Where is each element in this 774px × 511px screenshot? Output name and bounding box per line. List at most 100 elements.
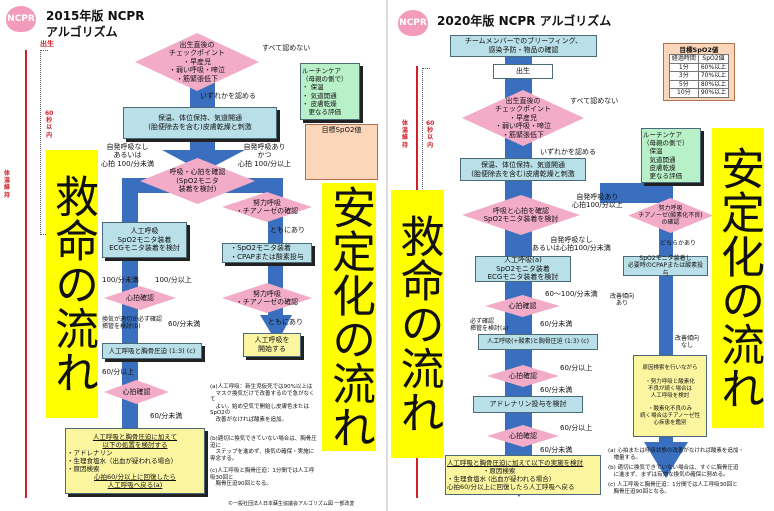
diamond-heart-check-2: 心拍確認 [104, 380, 169, 404]
final-action-box: 人工呼吸と胸骨圧迫に加えて 以下の処置を検討する ・アドレナリン ・生理食塩水（… [65, 428, 205, 494]
under60-a-label: 60/分未満 [168, 320, 201, 328]
over60-label: 60/分以上 [102, 368, 135, 376]
over60-a-label-2020: 60/分以上 [560, 364, 593, 372]
final-head-2020: 人工呼吸と胸骨圧迫に加えて以下の実施を検討 [447, 458, 584, 467]
copyright: ©一般社団法人日本蘇生協議会アルゴリズム図 一部改変 [228, 501, 355, 507]
diamond-effort-check-2: 努力呼吸 ・チアノーゼの確認 [222, 283, 312, 313]
final-tail: 心拍60/分以上に回復したら 人工呼吸へ戻る(a) [94, 473, 176, 490]
both2-label: ともにあり [268, 318, 303, 326]
routine-care-box: ルーチンケア （母親の側で） ・ 保温 ・ 気道開通 ・ 皮膚乾燥 更なる評価 [300, 63, 360, 120]
under60-a-label-2020: 60/分未満 [540, 320, 573, 328]
bracket [40, 50, 48, 235]
stabilize-flow-label-2020: 安定化の流れ [712, 128, 764, 428]
none-label-2020: すべて認めない [570, 97, 619, 105]
diamond-breath-check-2020: 呼吸と心拍を確認 SpO2モニタ装着を検討 [462, 195, 580, 235]
check-label: 換気が適切か必ず確認 挿管を検討(b) [102, 316, 163, 331]
timeline-line [25, 50, 27, 498]
final-items: ・アドレナリン ・生理食塩水（出血が疑われる場合） ・原因検索 [67, 448, 178, 474]
briefing-box: チームメンバーでのブリーフィング、 感染予防・物品の確認 [450, 35, 597, 57]
start-vent-box: 人工呼吸を 開始する [243, 333, 301, 357]
note-a: (a)人工呼吸：新生児仮死では90%以上は マスク換気だけで改善するので急がなく… [210, 384, 315, 423]
target-title: 目標SpO2値 [679, 46, 719, 55]
adrenaline-box: アドレナリン投与を検討 [473, 396, 583, 413]
diamond-heart-check-1: 心拍確認 [104, 286, 176, 310]
any-label-2020: いずれかを認める [540, 148, 596, 156]
diamond-breath-check: 呼吸・心拍を確認 (SpO2モニタ 装着を検討) [140, 158, 255, 204]
within60-label-2020: 60 秒 以 内 [426, 120, 435, 149]
stabilize-flow-label-2015: 安定化の流れ [322, 183, 376, 451]
note-a-2020: (a) 心拍または呼吸状態の改善がなければ酸素を追加・ 増量する。 [608, 448, 744, 461]
check-label-2020: 必ず確認 挿管を検討(a) [470, 318, 509, 333]
table-cell: 90%以上 [697, 88, 730, 98]
final-items-2020: ・原因検索 ・生理食塩水 (出血が疑われる場合) [447, 466, 552, 483]
ncpr-logo: NCPR [6, 6, 36, 32]
under100-label: 100/分未満 [102, 276, 139, 284]
header-time: 経過時間 [668, 54, 699, 64]
both-label: ともにあり [270, 226, 305, 234]
rescue-flow-label-2015: 救命の流れ [46, 150, 98, 418]
birth-label: 出生 [40, 40, 54, 48]
rescue-flow-label-2020: 救命の流れ [391, 190, 444, 458]
improve-label: 改善傾向 あり [610, 293, 635, 308]
table-cell: 60%以上 [697, 62, 730, 73]
within60-label: 60 秒 以 内 [45, 110, 54, 139]
panel-divider [386, 0, 388, 511]
title-2020: 2020年版 NCPR アルゴリズム [437, 14, 612, 28]
range-label: 60～100/分未満 [545, 290, 598, 298]
diamond-heart-check-2020-3: 心拍確認 [487, 425, 559, 447]
table-cell: 5分 [668, 79, 699, 90]
note-b: (b)適切に換気できていない場合は、胸骨圧迫に ステップを進めず、換気の確保・実… [210, 436, 317, 462]
compression-box: 人工呼吸と胸骨圧迫 (1:3) (c) [102, 343, 202, 359]
routine-care-box-2020: ルーチンケア （母親の側で） 保温 気道開通 皮膚乾燥 更なる評価 [641, 128, 701, 183]
none-label: すべて認めない [262, 44, 311, 52]
final-head: 人工呼吸と胸骨圧迫に加えて 以下の処置を検討する [92, 432, 178, 449]
warm-box-2020: 保温、体位保持、気道開通 (胎便除去を含む)皮膚乾燥と刺激 [460, 158, 586, 181]
final-tail-2020: 心拍60/分以上に回復したら人工呼吸へ戻る [447, 483, 575, 492]
cpap-box: ・SpO2モニタ装着 ・CPAPまたは酸素投与 [222, 243, 312, 263]
any-label: いずれかを認める [200, 92, 256, 100]
note-c: (c)人工呼吸と胸骨圧迫：1分間では人工呼吸30回と 胸骨圧迫90回となる。 [210, 468, 315, 488]
either-label: どちらかあり [660, 240, 697, 247]
table-cell: 80%以上 [697, 79, 730, 90]
breath-label-2020: 自発呼吸あり 心拍100/分以上 [572, 193, 623, 210]
under60-b-label-2020: 60/分未満 [540, 386, 573, 394]
table-cell: 10分 [668, 88, 699, 98]
under60-b-label: 60/分未満 [150, 412, 183, 420]
diamond-heart-check-2020-1: 心拍確認 [485, 295, 560, 317]
no-breath-label-2020: 自発呼吸なし あるいは心拍100/分未満 [532, 236, 611, 253]
note-c-2020: (c) 人工呼吸と胸骨圧迫：1分間では人工呼吸30回と 胸骨圧迫90回となる。 [608, 482, 738, 495]
over100-label: 100/分以上 [155, 276, 192, 284]
title-2015: 2015年版 NCPR アルゴリズム [46, 9, 145, 40]
diamond-heart-check-2020-2: 心拍確認 [487, 365, 559, 387]
birth-box: 出生 [493, 64, 553, 79]
under60-c-label-2020: 60/分未満 [540, 446, 573, 454]
table-cell: 3分 [668, 71, 699, 81]
diamond-birth-check-2020: 出生直後の チェックポイント ・早産児 ・弱い呼吸・啼泣 ・筋緊張低下 [462, 90, 584, 146]
header-spo2: SpO2値 [697, 54, 730, 64]
note-b-2020: (b) 適切に換気できていない場合は、すぐに胸骨圧迫 に進まず、まずは有効な換気… [608, 465, 739, 478]
no-improve-label: 改善傾向 なし [675, 335, 700, 350]
ventilation-box: 人工呼吸 SpO2モニタ装着 ECGモニタ装着を検討 [102, 222, 187, 258]
thermo-label: 体 温 維 持 [4, 170, 11, 199]
table-cell: 70%以上 [697, 71, 730, 81]
diamond-effort-check-2020: 努力呼吸 チアノーゼ(酸素化不良) の確認 [628, 198, 713, 233]
cpap-box-2020: SpO2モニタ装着し 必要時のCPAPまたは酸素投与 [623, 255, 708, 277]
table-cell: 1分 [668, 62, 699, 73]
thermo-label-2020: 体 温 維 持 [402, 120, 409, 149]
target-spo2-box: 目標SpO2値 [305, 124, 378, 180]
diamond-birth-check: 出生直後の チェックポイント ・早産児 ・弱い呼吸・啼泣 ・筋緊張低下 [135, 33, 259, 91]
final-action-box-2020: 人工呼吸と胸骨圧迫に加えて以下の実施を検討 ・原因検索 ・生理食塩水 (出血が疑… [445, 455, 601, 495]
diamond-effort-check: 努力呼吸 ・チアノーゼの確認 [222, 192, 312, 222]
warm-box: 保温、体位保持、気道開通 (胎便除去を含む)皮膚乾燥と刺激 [123, 107, 277, 139]
ventilation-box-2020: 人工呼吸(a) SpO2モニタ装着 ECGモニタ装着を検討 [475, 256, 571, 282]
no-breath-label: 自発呼吸なし あるいは 心拍 100/分未満 [101, 143, 154, 168]
cause-box: 原因検索を行いながら ・努力呼吸と酸素化 不良が続く場合は 人工呼吸を検討 ・酸… [633, 355, 707, 437]
over60-b-label-2020: 60/分以上 [560, 424, 593, 432]
compression-box-2020: 人工呼吸(+酸素)と胸骨圧迫 (1:3) (c) [478, 334, 598, 350]
